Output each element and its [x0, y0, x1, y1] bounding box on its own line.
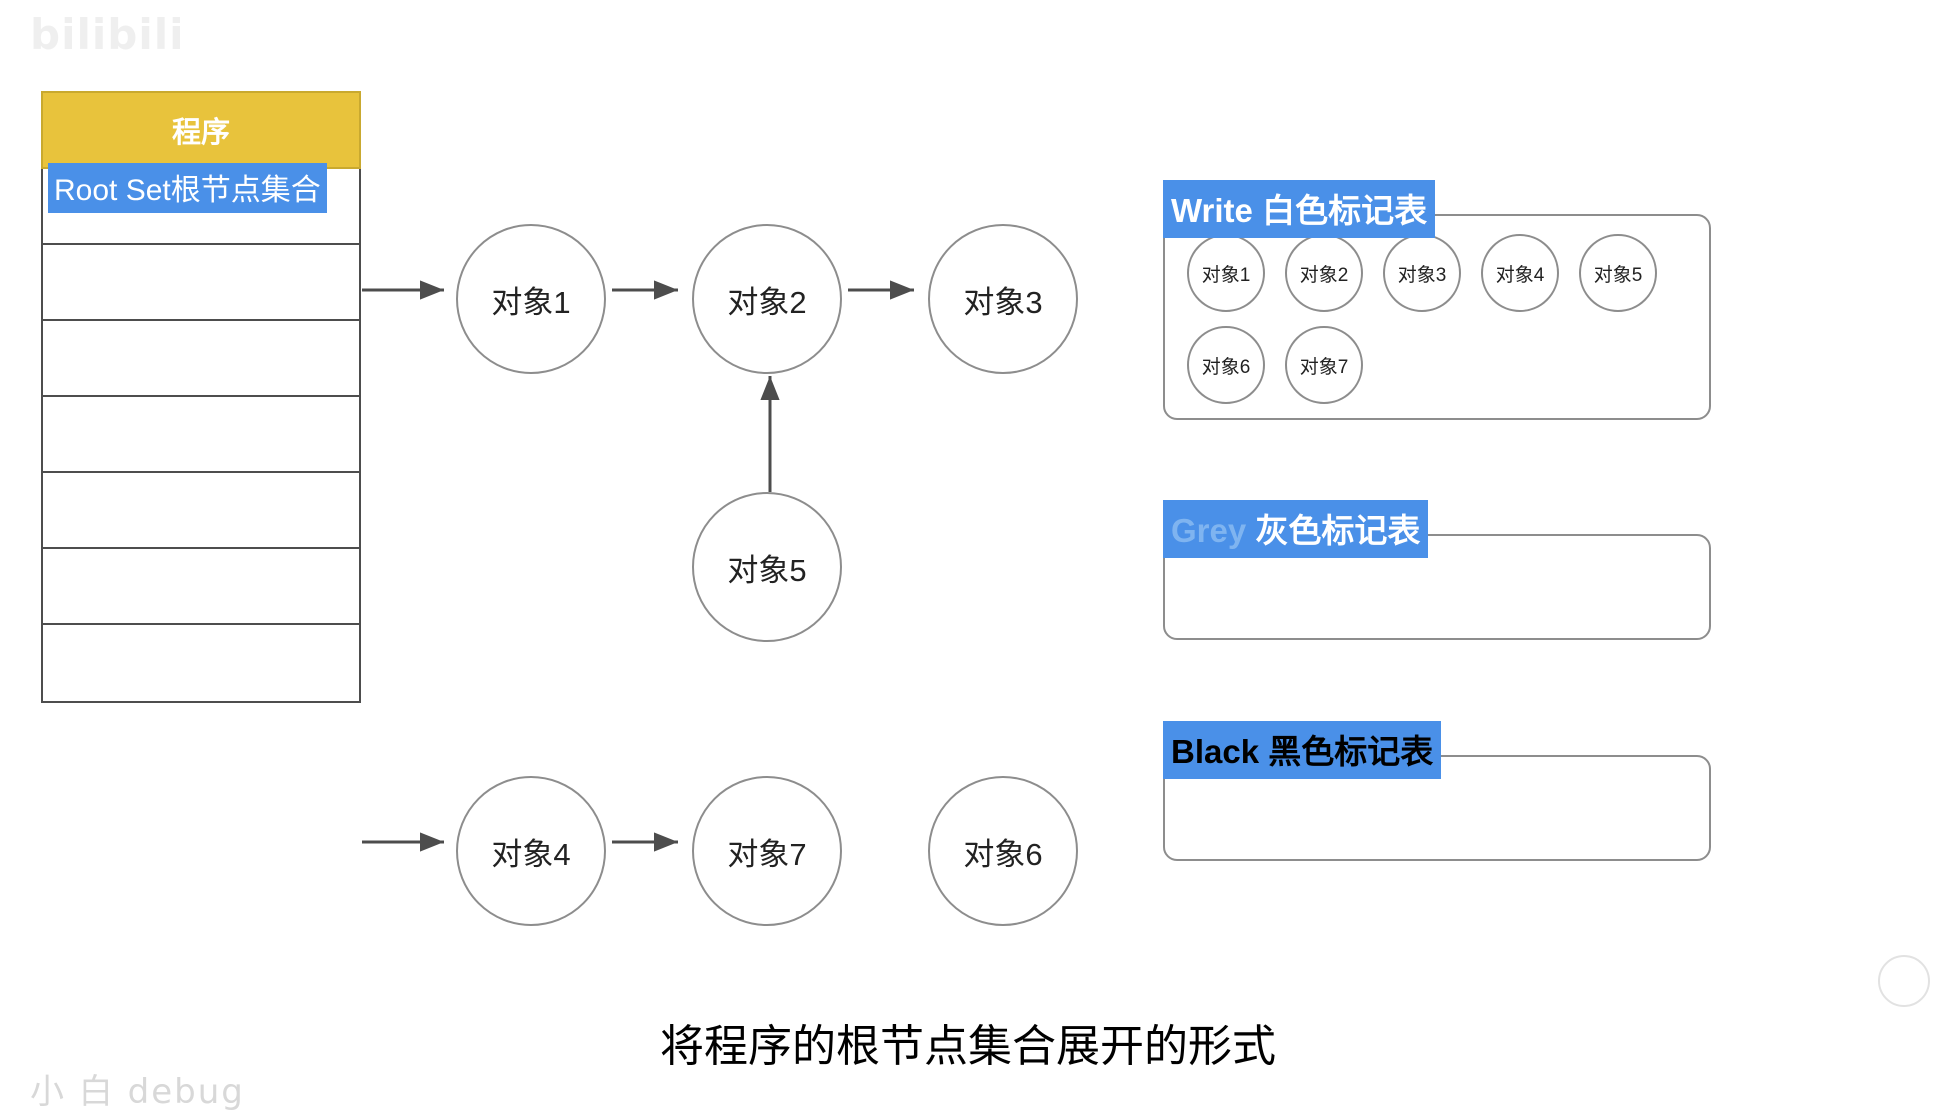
diagram-caption: 将程序的根节点集合展开的形式 [660, 1022, 1276, 1071]
bilibili-watermark: bilibili [30, 10, 290, 80]
node-label: 对象3 [963, 284, 1043, 320]
mark-chip: 对象2 [1285, 234, 1363, 312]
mark-table-grey: Grey 灰色标记表 [1163, 500, 1711, 640]
node-obj7: 对象7 [692, 776, 842, 926]
mark-chip: 对象3 [1383, 234, 1461, 312]
node-obj1: 对象1 [456, 224, 606, 374]
mark-chip: 对象5 [1579, 234, 1657, 312]
root-set-label: Root Set根节点集合 [48, 163, 327, 213]
root-set-row [43, 245, 359, 321]
root-set-row [43, 397, 359, 473]
mark-chip: 对象6 [1187, 326, 1265, 404]
mark-chip: 对象7 [1285, 326, 1363, 404]
root-set-row [43, 473, 359, 549]
mark-table-black: Black 黑色标记表 [1163, 721, 1711, 861]
mark-table-black-title-cn: 黑色标记表 [1268, 733, 1434, 770]
circle-watermark-icon [1878, 955, 1930, 1007]
node-obj3: 对象3 [928, 224, 1078, 374]
mark-table-black-title: Black 黑色标记表 [1163, 721, 1442, 779]
node-obj6: 对象6 [928, 776, 1078, 926]
program-header: 程序 [41, 91, 361, 169]
mark-chip: 对象4 [1481, 234, 1559, 312]
node-label: 对象1 [491, 284, 571, 320]
bilibili-watermark-text: bilibili [30, 10, 185, 59]
mark-table-white-title-cn: 白色标记表 [1262, 192, 1428, 229]
node-obj2: 对象2 [692, 224, 842, 374]
root-set-row [43, 321, 359, 397]
node-label: 对象7 [727, 836, 807, 872]
node-label: 对象5 [727, 552, 807, 588]
mark-chip: 对象1 [1187, 234, 1265, 312]
mark-table-white-title: Write 白色标记表 [1163, 180, 1436, 238]
root-set-row [43, 625, 359, 701]
root-set-rows [41, 169, 361, 703]
mark-table-grey-title-en: Grey [1171, 512, 1256, 549]
mark-table-black-title-en: Black [1171, 733, 1269, 770]
mark-table-grey-title: Grey 灰色标记表 [1163, 500, 1429, 558]
mark-table-white: Write 白色标记表 对象1 对象2 对象3 对象4 对象5 对象6 对象7 [1163, 180, 1711, 420]
node-label: 对象6 [963, 836, 1043, 872]
mark-table-white-box: 对象1 对象2 对象3 对象4 对象5 对象6 对象7 [1163, 214, 1711, 420]
node-obj5: 对象5 [692, 492, 842, 642]
node-obj4: 对象4 [456, 776, 606, 926]
mark-table-grey-title-cn: 灰色标记表 [1255, 512, 1421, 549]
root-set-table: 程序 Root Set根节点集合 [41, 91, 361, 703]
node-label: 对象2 [727, 284, 807, 320]
root-set-row [43, 549, 359, 625]
mark-table-grey-box [1163, 534, 1711, 640]
root-set-row [43, 169, 359, 245]
node-label: 对象4 [491, 836, 571, 872]
mark-table-white-title-en: Write [1171, 192, 1263, 229]
